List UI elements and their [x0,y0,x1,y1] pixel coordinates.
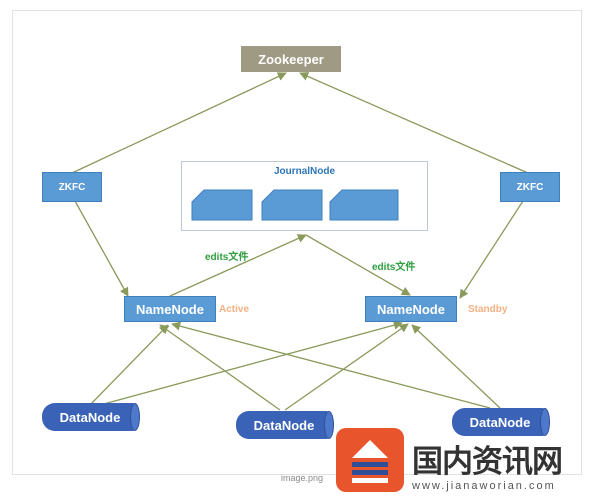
edits-label-left: edits文件 [205,252,249,263]
namenode-standby: NameNode [365,296,457,322]
arrow-journal-to-standby [305,234,411,296]
image-caption: image.png [281,473,324,483]
arrow-zkfc-left-zookeeper [71,72,287,174]
namenode-active: NameNode [124,296,216,322]
arrow-dn3-active [171,321,491,409]
arrow-zkfc-left-namenode [74,200,129,297]
zookeeper-node: Zookeeper [241,46,341,72]
journal-shard-3 [329,189,399,221]
datanode-2-label: DataNode [253,417,315,433]
datanode-3-label: DataNode [469,414,531,430]
arrow-dn1-active [89,324,169,406]
journalnode-box: JournalNode [181,161,428,231]
datanode-1-label: DataNode [59,409,121,425]
diagram-frame [12,10,582,475]
journalnode-title: JournalNode [273,166,336,177]
arrow-dn1-standby [99,320,403,406]
arrow-zkfc-right-zookeeper [299,72,529,174]
active-status-label: Active [219,304,250,315]
standby-status-label: Standby [468,304,508,315]
arrow-dn3-standby [411,324,501,409]
datanode-3: DataNode [452,408,550,436]
datanode-1-cap [130,403,140,431]
zkfc-left-node: ZKFC [42,172,102,202]
watermark-logo-icon [336,428,404,492]
arrow-zkfc-right-namenode [459,200,524,299]
journal-shard-2 [261,189,323,221]
journal-shapes [191,189,399,221]
datanode-3-cap [540,408,550,436]
journal-shard-1 [191,189,253,221]
datanode-1: DataNode [42,403,140,431]
arrow-active-to-journal [169,234,307,297]
arrow-dn2-standby [284,323,409,411]
datanode-2: DataNode [236,411,334,439]
datanode-2-cap [324,411,334,439]
edits-label-right: edits文件 [372,262,416,273]
watermark-url: www.jianaworian.com [412,480,556,492]
watermark-title: 国内资讯网 [412,444,563,480]
zkfc-right-node: ZKFC [500,172,560,202]
arrow-dn2-active [159,324,281,411]
